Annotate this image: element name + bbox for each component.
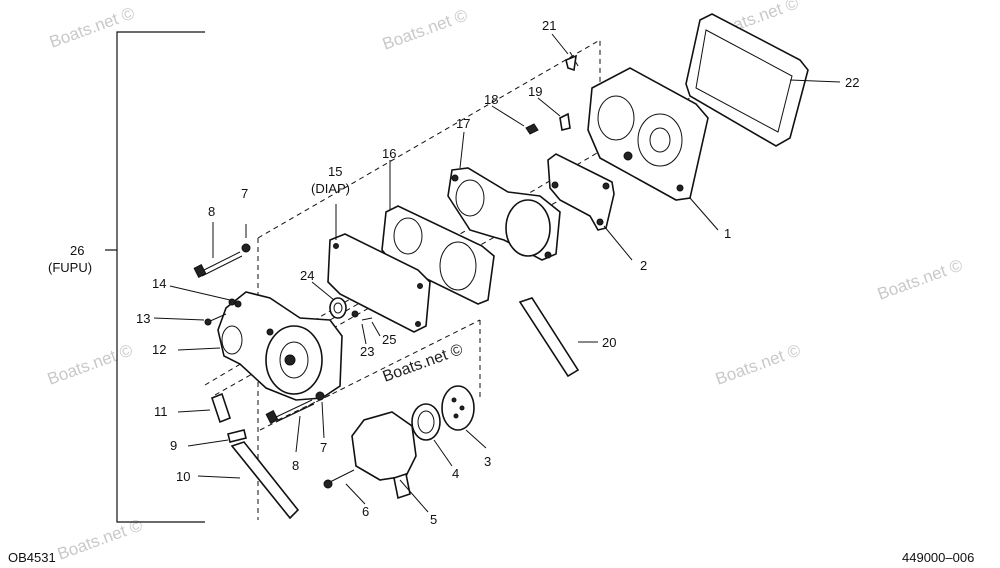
watermark: Boats.net © xyxy=(380,5,471,53)
callout-21: 21 xyxy=(542,18,556,33)
callout-20: 20 xyxy=(602,335,616,350)
part-seals-23-24-25 xyxy=(329,297,373,321)
callout-7: 7 xyxy=(241,186,248,201)
callout-23: 23 xyxy=(360,344,374,359)
callout-10: 10 xyxy=(176,469,190,484)
watermark: Boats.net © xyxy=(875,255,966,303)
part-pump-base-12 xyxy=(217,291,343,401)
callout-24: 24 xyxy=(300,268,314,283)
callout-26-sub: (FUPU) xyxy=(48,260,92,275)
drawing-code-left: OB4531 xyxy=(8,550,56,565)
callout-2: 2 xyxy=(640,258,647,273)
callout-labels: 1 2 3 4 5 6 7 7 8 8 9 10 11 12 13 14 15 … xyxy=(48,18,859,527)
callout-15-sub: (DIAP) xyxy=(311,181,350,196)
footer: OB4531 449000–006 xyxy=(8,550,974,565)
callout-26: 26 xyxy=(70,243,84,258)
watermark: Boats.net © xyxy=(713,340,804,388)
watermark: Boats.net © xyxy=(45,340,136,388)
callout-8: 8 xyxy=(292,458,299,473)
callout-5: 5 xyxy=(430,512,437,527)
callout-8: 8 xyxy=(208,204,215,219)
callout-16: 16 xyxy=(382,146,396,161)
drawing-code-right: 449000–006 xyxy=(902,550,974,565)
callout-14: 14 xyxy=(152,276,166,291)
part-screws-13-14 xyxy=(204,298,236,326)
part-filter-3-4-5-6 xyxy=(323,385,475,500)
watermark: Boats.net © xyxy=(47,3,138,51)
callout-3: 3 xyxy=(484,454,491,469)
callout-17: 17 xyxy=(456,116,470,131)
callout-7: 7 xyxy=(320,440,327,455)
callout-1: 1 xyxy=(724,226,731,241)
part-nuts-18-19-21 xyxy=(525,51,579,135)
part-diaphragm-15 xyxy=(327,233,431,333)
callout-9: 9 xyxy=(170,438,177,453)
callout-25: 25 xyxy=(382,332,396,347)
callout-4: 4 xyxy=(452,466,459,481)
callout-12: 12 xyxy=(152,342,166,357)
part-gasket-22 xyxy=(685,13,809,147)
callout-11: 11 xyxy=(154,404,168,419)
callout-18: 18 xyxy=(484,92,498,107)
part-fitting-hose xyxy=(211,392,300,520)
assembly-bracket xyxy=(105,31,205,523)
part-bolt-8 xyxy=(193,243,325,424)
part-hose-20 xyxy=(518,297,580,378)
callout-19: 19 xyxy=(528,84,542,99)
leader-lines xyxy=(153,33,841,513)
callout-13: 13 xyxy=(136,311,150,326)
callout-6: 6 xyxy=(362,504,369,519)
callout-15: 15 xyxy=(328,164,342,179)
callout-22: 22 xyxy=(845,75,859,90)
part-pump-plate-17 xyxy=(447,167,561,261)
part-cover-1 xyxy=(587,67,709,201)
